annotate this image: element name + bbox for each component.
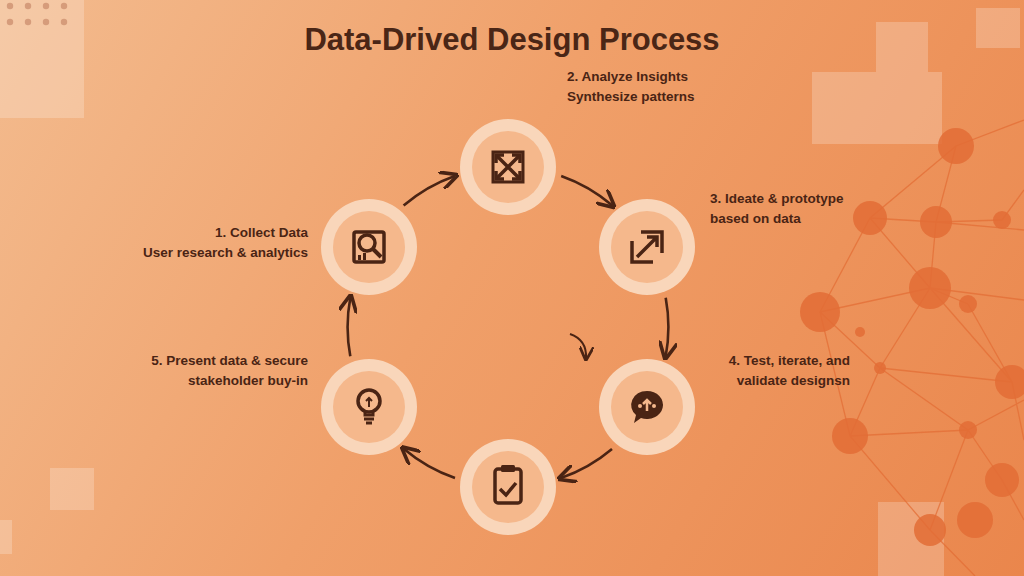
- step-label: Synthesize patterns: [567, 87, 767, 107]
- step-icon: [321, 359, 417, 455]
- small-curved-arrow: [570, 334, 586, 358]
- step-icon: [460, 119, 556, 215]
- step-icon: [599, 199, 695, 295]
- flow-arrow: [404, 176, 455, 206]
- step-circle: 5. Present data & secure stakeholder buy…: [321, 359, 417, 455]
- step-label: 3. Ideate & prototype based on data: [710, 189, 870, 229]
- step-label: User research & analytics: [118, 243, 308, 263]
- step-circle: 1. Collect DataUser research & analytics: [321, 199, 417, 295]
- step-circle: 3. Ideate & prototype based on data: [599, 199, 695, 295]
- flow-arrow: [404, 449, 455, 478]
- step-heading: 2. Analyze Insights: [567, 67, 767, 87]
- step-circle: 2. Analyze InsightsSynthesize patterns: [460, 119, 556, 215]
- step-icon: [321, 199, 417, 295]
- flow-arrow: [561, 176, 612, 206]
- flow-arrow: [561, 449, 612, 478]
- clipboard-circle: [460, 439, 556, 535]
- flow-arrow: [348, 298, 351, 357]
- step-circle: 4. Test, iterate, and validate designsn: [599, 359, 695, 455]
- step-heading: 1. Collect Data: [118, 223, 308, 243]
- step-label: 5. Present data & secure stakeholder buy…: [138, 351, 308, 391]
- diagram-title: Data-Drived Design Process: [0, 22, 1024, 58]
- step-icon: [599, 359, 695, 455]
- flow-arrow: [666, 298, 669, 357]
- step-label: 4. Test, iterate, and validate designsn: [700, 351, 850, 391]
